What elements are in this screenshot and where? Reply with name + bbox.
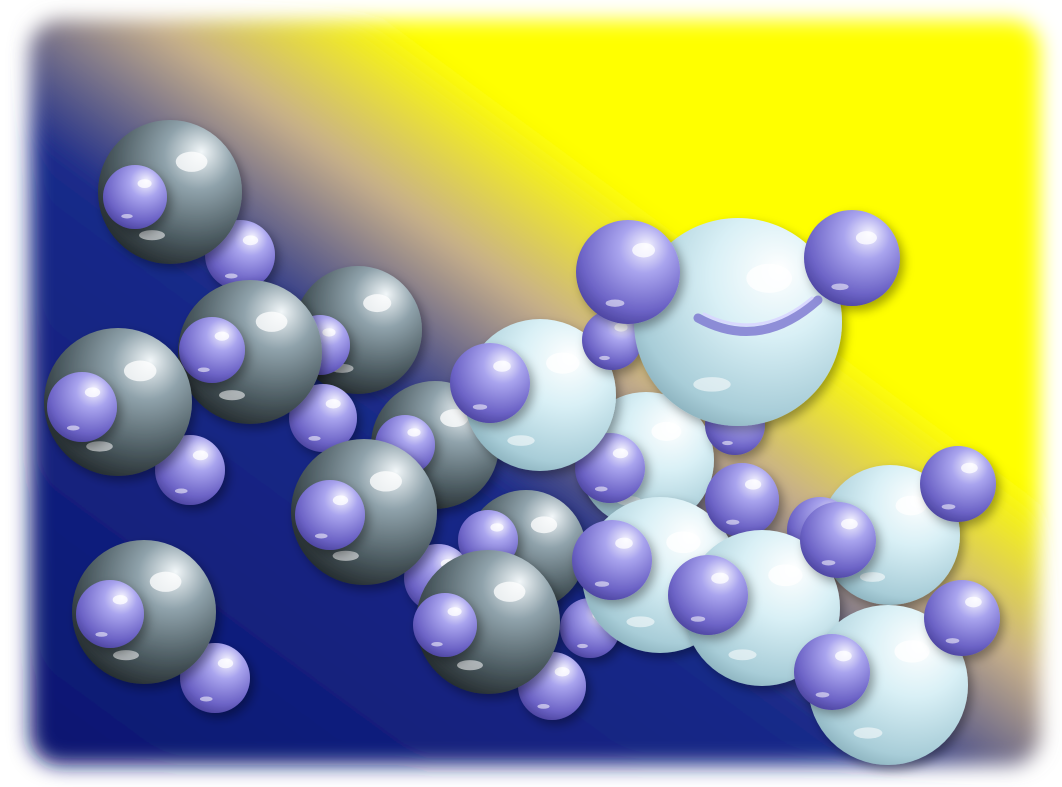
hydrogen-atom: [920, 446, 996, 522]
water-molecule-1: [98, 120, 275, 290]
water-molecule-12: [572, 463, 779, 653]
hydrogen-atom: [705, 463, 779, 537]
hydrogen-atom: [103, 165, 167, 229]
molecules-layer: [44, 120, 1000, 765]
water-molecule-3: [178, 280, 357, 452]
oxygen-atom: [178, 280, 322, 424]
hydrogen-atom: [794, 634, 870, 710]
hydrogen-atom: [295, 480, 365, 550]
water-molecule-15: [794, 580, 1000, 765]
hydrogen-atom: [179, 317, 245, 383]
lip-highlight: [693, 295, 823, 336]
water-molecule-9: [413, 550, 586, 720]
hydrogen-atom: [180, 643, 250, 713]
hydrogen-atom: [800, 502, 876, 578]
oxygen-atom: [634, 218, 842, 426]
water-molecule-8: [72, 540, 250, 713]
hydrogen-atom: [804, 210, 900, 306]
hydrogen-atom: [47, 372, 117, 442]
hydrogen-atom: [576, 220, 680, 324]
water-molecule-11: [450, 310, 642, 471]
oxygen-atom: [416, 550, 560, 694]
water-molecule-14: [668, 502, 876, 686]
hydrogen-atom: [572, 520, 652, 600]
hydrogen-atom: [924, 580, 1000, 656]
hydrogen-atom: [155, 435, 225, 505]
hydrogen-atom: [450, 343, 530, 423]
hydrogen-atom: [76, 580, 144, 648]
water-molecule-4: [44, 328, 225, 505]
hydrogen-atom: [289, 384, 357, 452]
oxygen-atom: [72, 540, 216, 684]
hydrogen-atom: [668, 555, 748, 635]
hydrogen-atom: [582, 310, 642, 370]
water-molecule-16: [576, 210, 900, 426]
hydrogen-atom: [575, 433, 645, 503]
hydrogen-atom: [413, 593, 477, 657]
